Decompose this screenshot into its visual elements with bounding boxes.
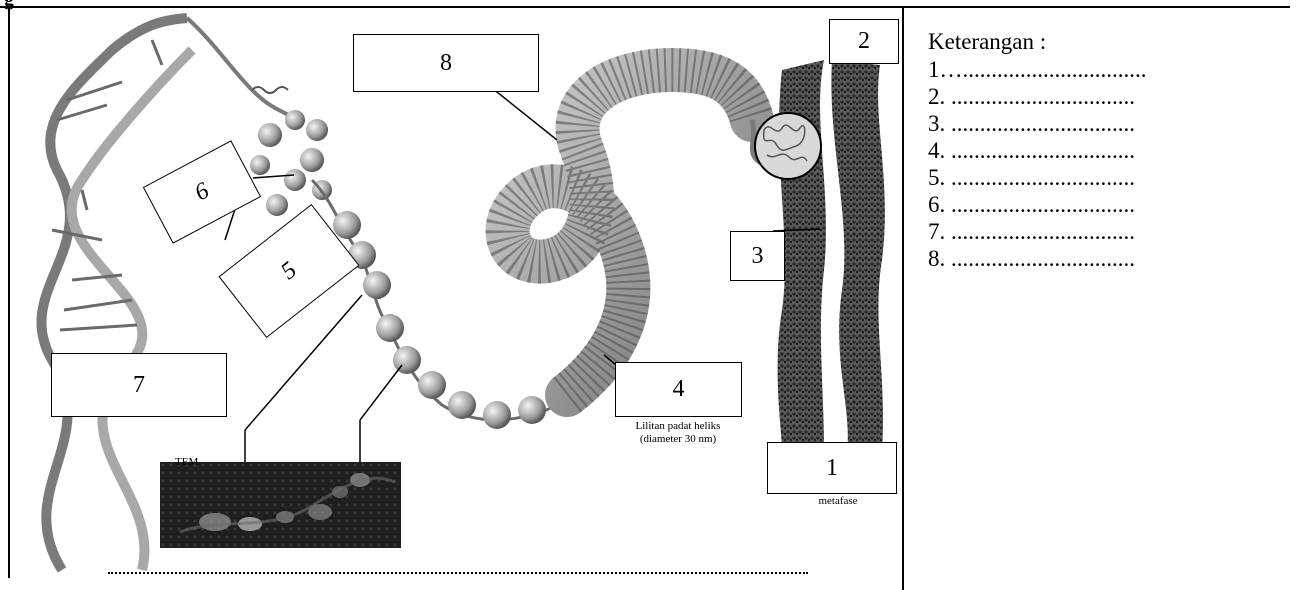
legend-item-8: 8. ................................ — [928, 245, 1288, 272]
label-box-7: 7 — [51, 353, 227, 417]
label-6: 6 — [190, 177, 213, 206]
label-3: 3 — [752, 243, 764, 270]
nucleosome-beads — [250, 110, 332, 216]
legend-item-6: 6. ................................ — [928, 191, 1288, 218]
legend-item-4: 4. ................................ — [928, 137, 1288, 164]
legend-item-3: 3. ................................ — [928, 110, 1288, 137]
dotted-answer-line — [108, 572, 808, 574]
legend-panel: Keterangan : 1….........................… — [928, 28, 1288, 272]
frame-column-divider — [902, 8, 904, 590]
chromosome-illustration — [12, 10, 900, 580]
label-1: 1 — [826, 455, 838, 482]
top-rule — [0, 6, 1290, 8]
label-8: 8 — [440, 50, 452, 77]
label-5: 5 — [276, 257, 302, 286]
coil-caption-line2: (diameter 30 nm) — [598, 433, 758, 446]
chromosome-structure-figure: TEM (dia Lilitan padat heliks (diameter … — [12, 10, 900, 580]
legend-item-2: 2. ................................ — [928, 83, 1288, 110]
metaphase-caption: metafase — [798, 495, 878, 508]
legend-item-5: 5. ................................ — [928, 164, 1288, 191]
tem-caption: TEM — [175, 456, 198, 469]
label-box-4: 4 — [615, 362, 742, 417]
legend-item-7: 7. ................................ — [928, 218, 1288, 245]
frame-left-border — [8, 8, 10, 578]
coil-caption: Lilitan padat heliks (diameter 30 nm) — [598, 420, 758, 446]
tem-micrograph — [160, 462, 401, 548]
label-4: 4 — [673, 376, 685, 403]
label-box-3: 3 — [730, 231, 785, 281]
label-box-2: 2 — [829, 19, 899, 64]
label-2: 2 — [858, 28, 870, 55]
label-box-8: 8 — [353, 34, 539, 92]
legend-title: Keterangan : — [928, 28, 1288, 55]
label-box-1: 1 — [767, 442, 897, 494]
label-7: 7 — [133, 372, 145, 399]
legend-item-1: 1…................................ — [928, 56, 1288, 83]
coil-caption-line1: Lilitan padat heliks — [598, 420, 758, 433]
